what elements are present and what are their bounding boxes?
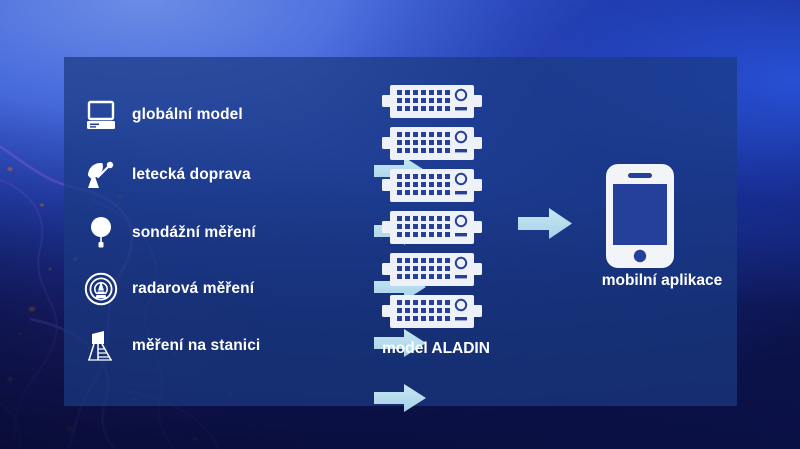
- mobile-app-label: mobilní aplikace: [601, 272, 723, 289]
- server-rack-icon: [382, 85, 482, 328]
- source-label-radiosonde: sondážní měření: [132, 224, 256, 241]
- mobile-phone-icon: [604, 162, 676, 270]
- model-label: model ALADIN: [382, 340, 490, 357]
- arrow-right-icon-output: [518, 208, 572, 239]
- weather-station-icon: [80, 324, 122, 368]
- source-label-air-traffic: letecká doprava: [132, 166, 251, 183]
- source-label-global-model: globální model: [132, 106, 243, 123]
- satellite-dish-icon: [80, 153, 122, 197]
- radar-tower-icon: [80, 267, 122, 311]
- arrow-right-icon-station: [374, 384, 426, 412]
- source-row-radar: radarová měření: [80, 265, 254, 313]
- arrow-right-icon-radar: [374, 329, 426, 357]
- source-row-air-traffic: letecká doprava: [80, 151, 251, 199]
- source-row-station: měření na stanici: [80, 322, 260, 370]
- source-row-radiosonde: sondážní měření: [80, 209, 256, 257]
- source-label-radar: radarová měření: [132, 280, 255, 297]
- source-label-station: měření na stanici: [132, 337, 261, 354]
- desktop-computer-icon: [80, 93, 122, 137]
- weather-balloon-icon: [80, 211, 122, 255]
- source-row-global-model: globální model: [80, 91, 243, 139]
